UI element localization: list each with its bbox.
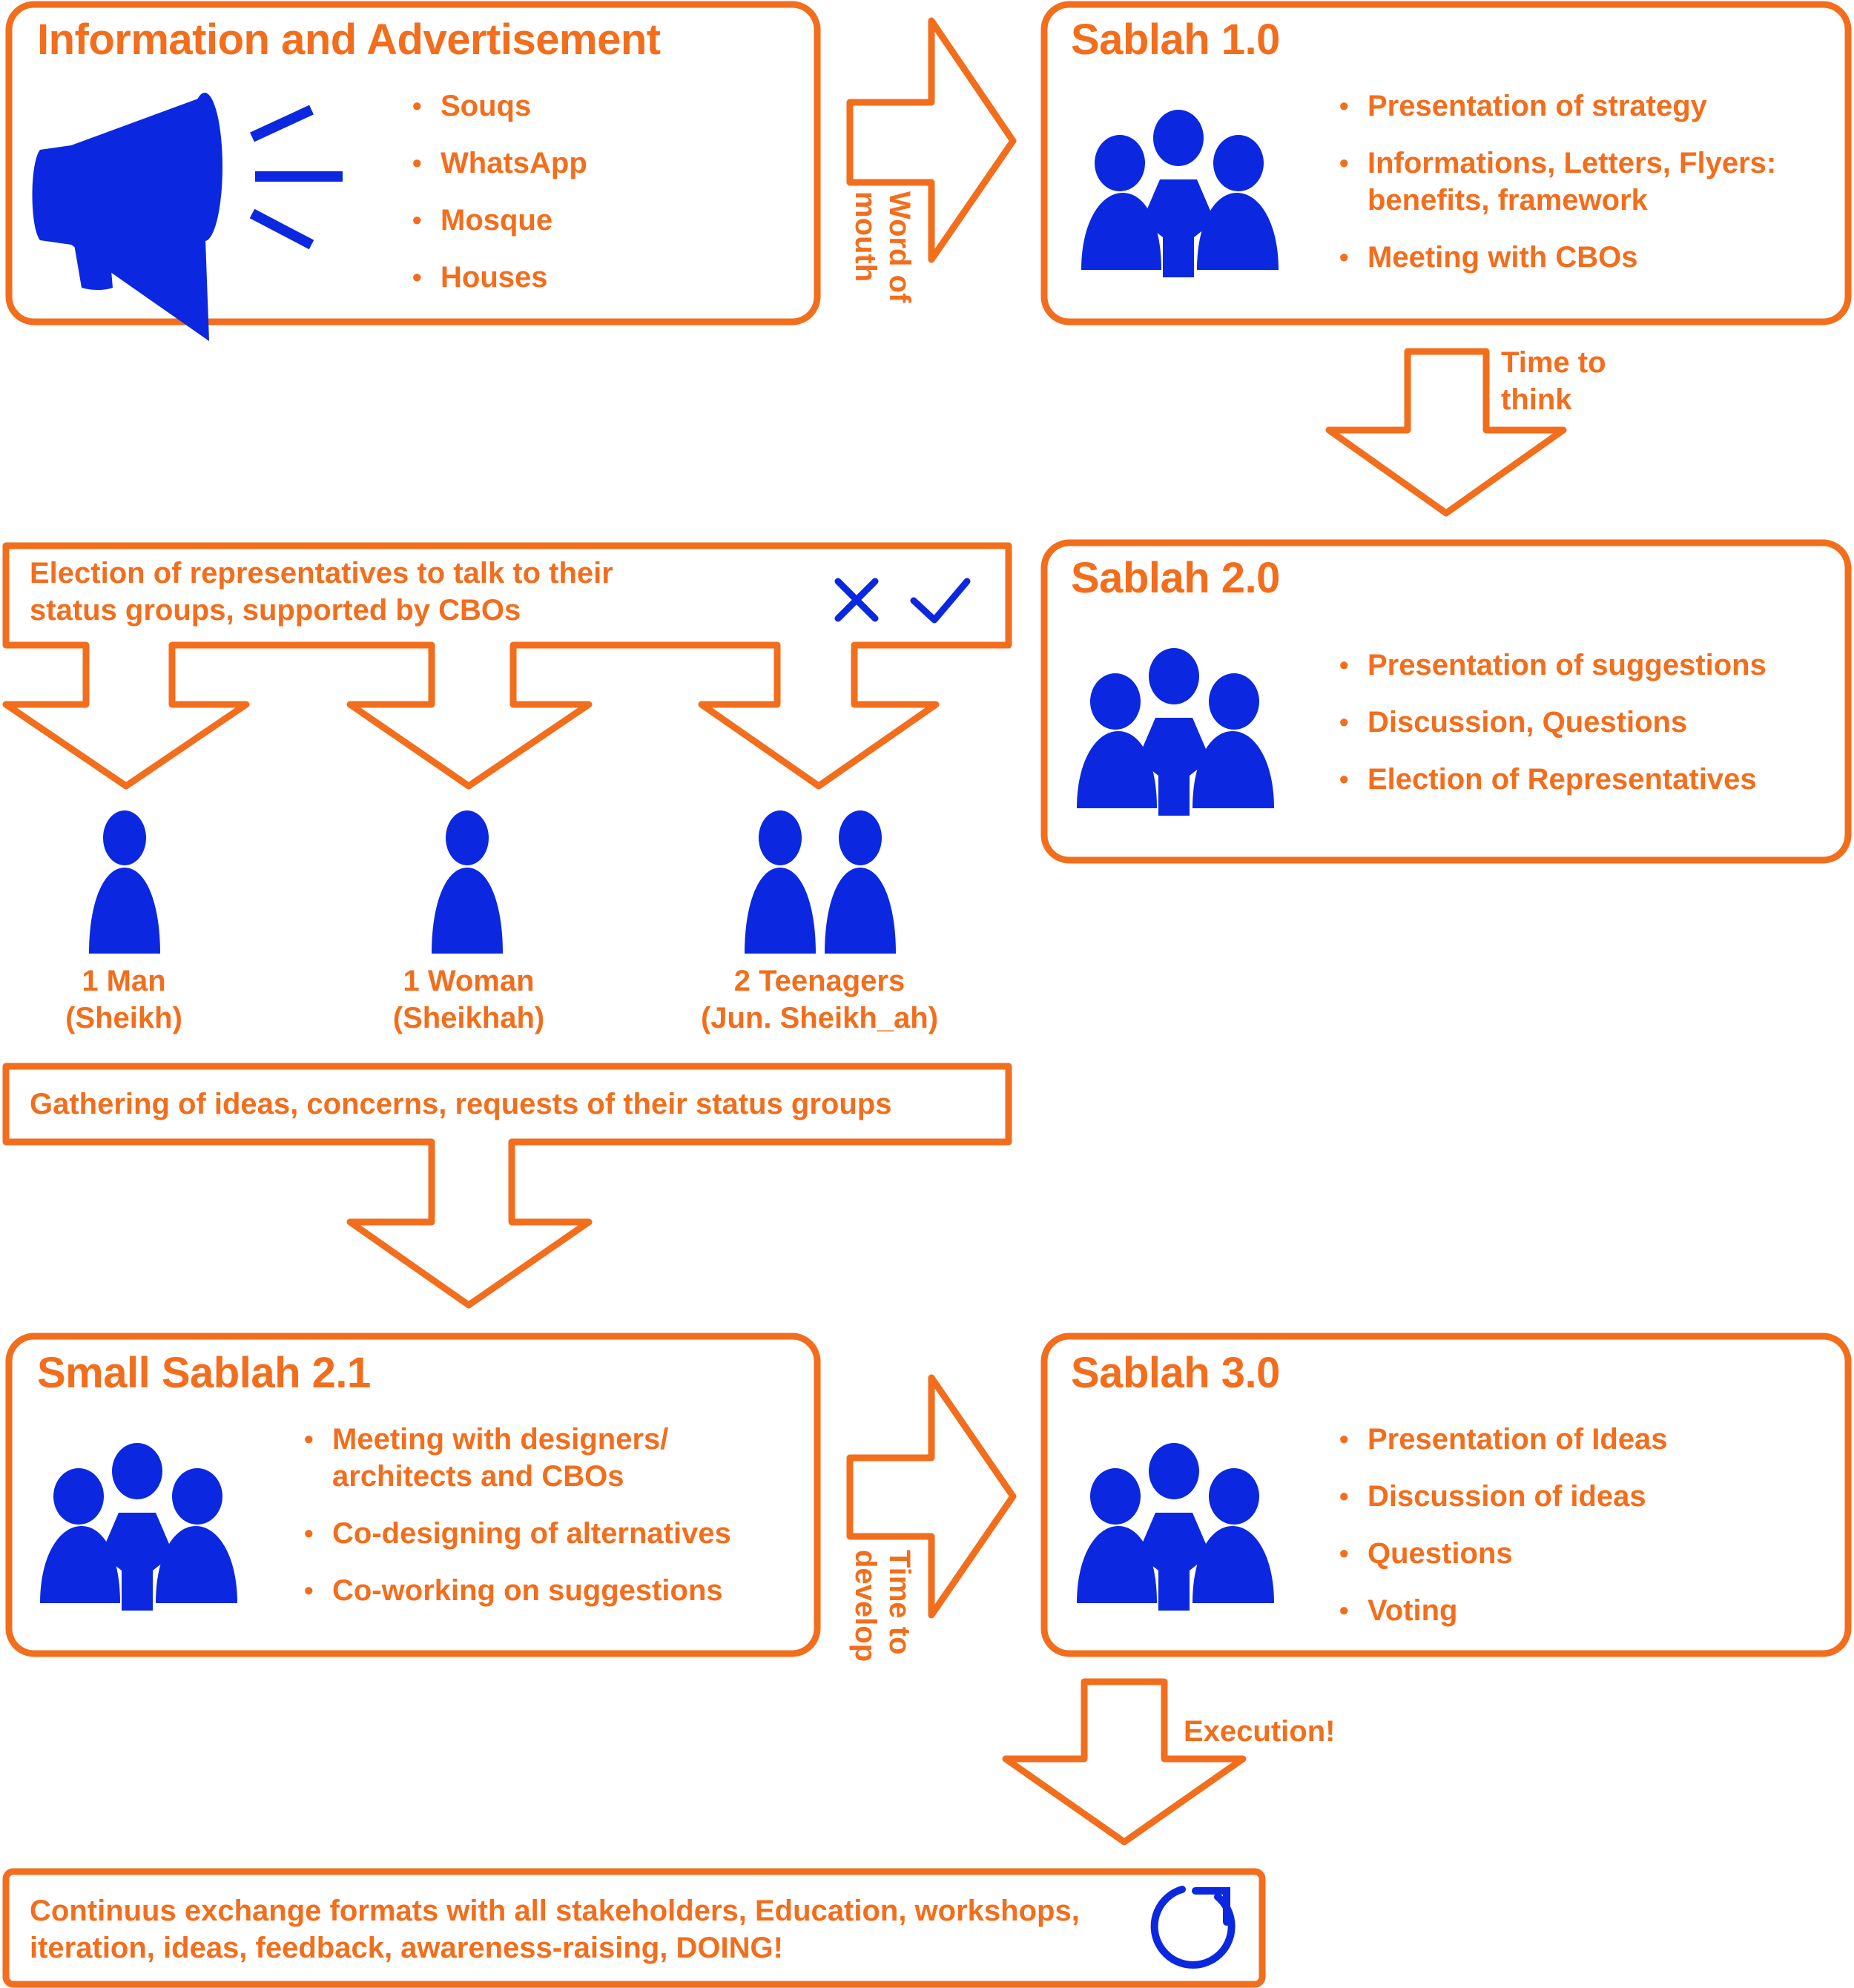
rep-woman-label: 1 Woman (Sheikhah) (392, 965, 545, 1034)
cross-icon (834, 578, 879, 622)
rep-man-label: 1 Man (Sheikh) (65, 965, 182, 1034)
list-item: Informations, Letters, Flyers: benefits,… (1339, 145, 1812, 219)
sablah1-group-icon (1081, 110, 1279, 277)
continuous-text: Continuus exchange formats with all stak… (30, 1895, 1080, 1964)
sablah3-list: Presentation of Ideas Discussion of idea… (1339, 1421, 1668, 1629)
list-item: Voting (1339, 1592, 1668, 1629)
arrow-time-to-develop (846, 1374, 1017, 1619)
info-title: Information and Advertisement (37, 16, 661, 64)
sablah3-title: Sablah 3.0 (1071, 1349, 1280, 1397)
list-item: Souqs (412, 87, 587, 125)
arrow-time-to-think (1325, 348, 1567, 517)
arrow-execution (1002, 1678, 1247, 1846)
list-item: Discussion, Questions (1339, 704, 1766, 741)
sablah2-list: Presentation of suggestions Discussion, … (1339, 647, 1766, 798)
rep-teenagers-label: 2 Teenagers (Jun. Sheikh_ah) (700, 965, 939, 1034)
execution-label: Execution! (1184, 1715, 1336, 1748)
sablah1-title: Sablah 1.0 (1071, 16, 1280, 64)
list-item: Mosque (412, 202, 587, 239)
list-item: Houses (412, 259, 587, 296)
sablah1-box (1040, 1, 1852, 326)
list-item: Presentation of suggestions (1339, 647, 1766, 684)
arrow-word-of-mouth (846, 17, 1017, 263)
sablah2-title: Sablah 2.0 (1071, 554, 1280, 602)
list-item: Co-designing of alternatives (304, 1515, 748, 1552)
gathering-box (2, 1063, 1012, 1309)
small-sablah-title: Small Sablah 2.1 (37, 1349, 371, 1397)
time-to-develop-label: Time to develop (849, 1550, 916, 1662)
list-item: Presentation of Ideas (1339, 1421, 1668, 1458)
small-sablah-list: Meeting with designers/ architects and C… (304, 1421, 748, 1609)
person-icon-man (89, 810, 160, 954)
time-to-think-label: Time to think (1501, 346, 1606, 416)
two-persons-icon (745, 810, 896, 954)
list-item: Election of Representatives (1339, 761, 1766, 798)
sablah3-group-icon (1077, 1443, 1274, 1611)
sablah3-box (1040, 1333, 1852, 1657)
gathering-text: Gathering of ideas, concerns, requests o… (30, 1088, 892, 1120)
list-item: Presentation of strategy (1339, 87, 1812, 125)
info-list: Souqs WhatsApp Mosque Houses (412, 87, 587, 296)
list-item: Meeting with CBOs (1339, 239, 1812, 276)
check-icon (910, 578, 971, 624)
list-item: Co-working on suggestions (304, 1572, 748, 1609)
sablah1-list: Presentation of strategy Informations, L… (1339, 87, 1812, 276)
small-sablah-box (5, 1333, 821, 1657)
election-text: Election of representatives to talk to t… (30, 557, 613, 627)
sablah2-group-icon (1077, 648, 1274, 816)
person-icon-woman (432, 810, 503, 954)
info-box (5, 1, 821, 326)
list-item: Questions (1339, 1535, 1668, 1572)
small-sablah-group-icon (40, 1443, 237, 1611)
list-item: WhatsApp (412, 145, 587, 182)
list-item: Discussion of ideas (1339, 1478, 1668, 1515)
list-item: Meeting with designers/ architects and C… (304, 1421, 748, 1495)
megaphone-icon (32, 93, 343, 341)
continuous-box (2, 1868, 1266, 1988)
refresh-icon (1150, 1886, 1236, 1969)
word-of-mouth-label: Word of mouth (849, 191, 916, 303)
election-box (2, 542, 1012, 790)
sablah2-box (1040, 539, 1852, 864)
